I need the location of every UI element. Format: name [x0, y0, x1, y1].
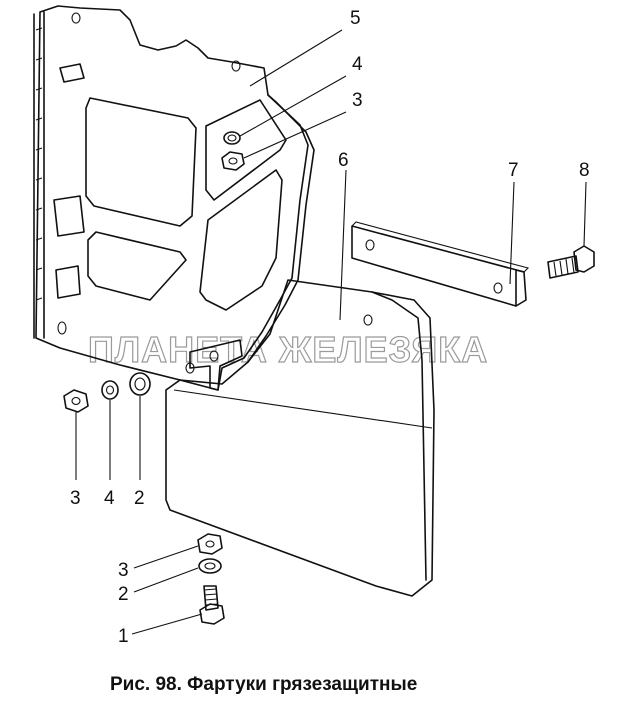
callout-8: 8	[579, 160, 590, 181]
mudflap-part-6	[165, 279, 435, 597]
left-nut-part-3	[63, 389, 89, 413]
upper-washer-part-4	[223, 131, 241, 145]
bottom-washer-part-2	[198, 558, 222, 574]
callout-top-4: 4	[352, 54, 363, 75]
watermark-text: ПЛАНЕТА ЖЕЛЕЗЯКА	[88, 329, 488, 370]
left-washer-part-4	[101, 380, 119, 400]
left-washer-part-2	[129, 372, 151, 396]
callout-left-4: 4	[104, 488, 115, 509]
upper-nut-part-3	[221, 151, 245, 171]
bottom-bolt-part-1	[199, 585, 225, 625]
callout-bottom-1: 1	[118, 626, 129, 647]
leader-line-7	[509, 181, 515, 285]
leader-line-top-3	[243, 111, 347, 159]
leader-line-6	[339, 169, 347, 321]
leader-line-bottom-1	[131, 613, 203, 635]
callout-left-2: 2	[134, 488, 145, 509]
callout-6: 6	[338, 150, 349, 171]
callout-bottom-3: 3	[118, 560, 129, 581]
leader-line-bottom-2	[133, 567, 199, 593]
leader-line-top-4	[239, 75, 347, 137]
callout-7: 7	[508, 160, 519, 181]
bottom-nut-part-3	[197, 533, 223, 555]
clamp-strip-part-7	[351, 221, 530, 307]
leader-line-5	[249, 29, 343, 87]
callout-5: 5	[350, 8, 361, 29]
leader-line-bottom-3	[133, 545, 199, 569]
callout-bottom-2: 2	[118, 584, 129, 605]
leader-line-8	[583, 181, 587, 247]
bolt-part-8	[547, 245, 595, 279]
callout-left-3: 3	[70, 488, 81, 509]
bracket-plate-part-5	[33, 5, 315, 391]
figure-caption: Рис. 98. Фартуки грязезащитные	[110, 674, 417, 695]
callout-top-3: 3	[352, 90, 363, 111]
